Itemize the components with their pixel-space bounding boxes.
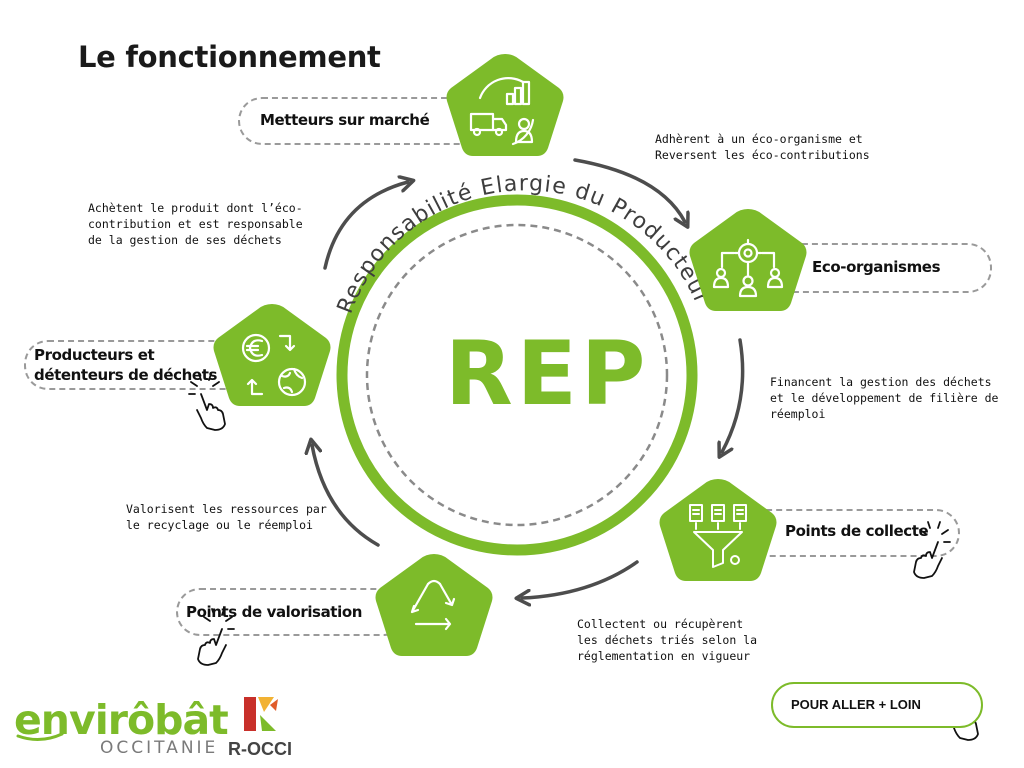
metteurs-node	[446, 54, 564, 156]
producteurs-label-line1[interactable]: Producteurs et	[34, 346, 155, 364]
document-funnel-icon	[689, 504, 747, 568]
page-title: Le fonctionnement	[78, 40, 381, 74]
eco-label: Eco-organismes	[812, 258, 941, 276]
arrow-metteurs-eco	[573, 158, 685, 222]
pour-aller-plus-loin-button[interactable]	[771, 682, 983, 728]
valorisation-node	[375, 554, 493, 656]
truck-production-icon	[469, 77, 535, 146]
rocci-logo-text: R-OCCI	[228, 739, 292, 759]
pour-aller-plus-loin-label[interactable]: POUR ALLER + LOIN	[791, 697, 921, 712]
valorisation-label[interactable]: Points de valorisation	[186, 603, 363, 621]
envirobat-swoosh	[16, 732, 64, 741]
envirobat-logo: envirôbât	[14, 696, 229, 744]
arrow-eco-collecte	[722, 338, 745, 452]
rep-acronym: REP	[445, 322, 650, 425]
description-financent: Financent la gestion des déchets et le d…	[770, 375, 999, 421]
rep-inner-dashed-ring	[365, 223, 669, 527]
description-collectent: Collectent ou récupèrent les déchets tri…	[577, 617, 758, 663]
arrow-collecte-valorisation	[522, 560, 639, 598]
rocci-logo-mark	[244, 697, 278, 731]
arrow-producteurs-metteurs	[323, 182, 408, 270]
euro-globe-exchange-icon	[241, 333, 307, 397]
organization-network-icon	[712, 238, 784, 298]
hand-pointer-icon	[197, 608, 235, 666]
producteurs-node	[213, 304, 331, 406]
collecte-label[interactable]: Points de collecte	[785, 522, 929, 540]
collecte-node	[659, 479, 777, 581]
rep-outer-ring	[336, 194, 698, 556]
metteurs-label: Metteurs sur marché	[260, 111, 430, 129]
producteurs-label-line2[interactable]: détenteurs de déchets	[34, 366, 217, 384]
hand-pointer-icon	[913, 521, 951, 579]
recycle-icon	[410, 579, 456, 631]
envirobat-subtitle: OCCITANIE	[100, 738, 219, 758]
arrow-valorisation-producteurs	[312, 445, 380, 547]
hand-pointer-icon	[188, 373, 226, 431]
description-valorisent: Valorisent les ressources par le recycla…	[126, 502, 327, 532]
description-achetent: Achètent le produit dont l’éco- contribu…	[88, 201, 303, 247]
description-adherent: Adhèrent à un éco-organisme et Reversent…	[655, 132, 870, 162]
eco-node	[689, 209, 807, 311]
